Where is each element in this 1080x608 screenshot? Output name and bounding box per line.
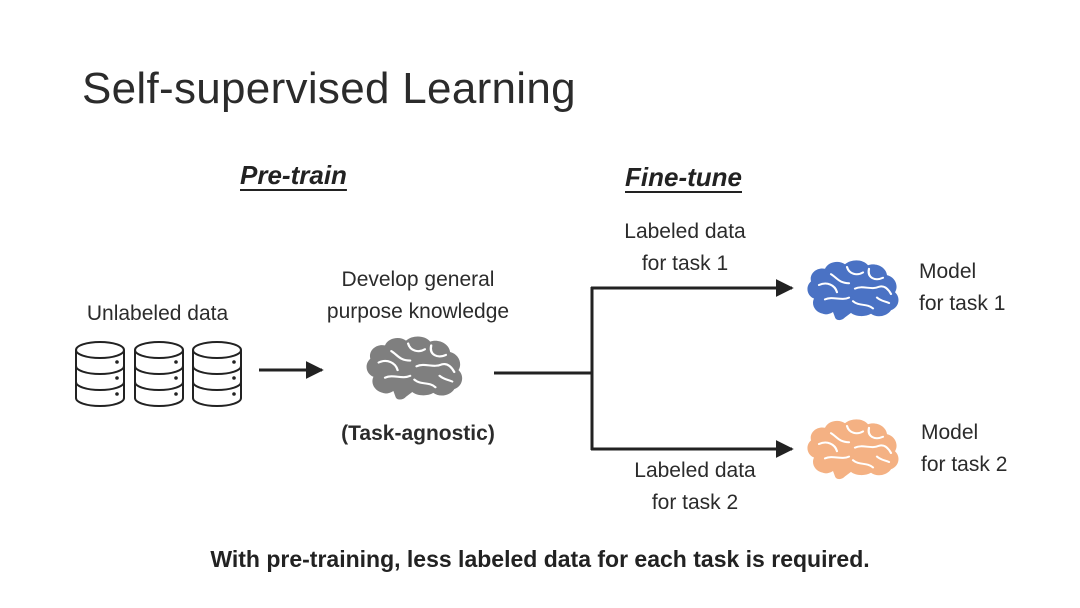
finetune-heading: Fine-tune bbox=[625, 162, 742, 192]
model1-line1: Model bbox=[919, 260, 977, 283]
model2-line2: for task 2 bbox=[921, 453, 1008, 476]
task1-data-line1: Labeled data bbox=[624, 220, 746, 243]
task1-data-line2: for task 1 bbox=[641, 252, 729, 275]
database-icon bbox=[134, 341, 184, 407]
model2-label: Model for task 2 bbox=[921, 417, 1007, 481]
database-icon bbox=[192, 341, 242, 407]
model2-line1: Model bbox=[921, 421, 979, 444]
brain-icon bbox=[806, 259, 900, 322]
model1-line2: for task 1 bbox=[919, 292, 1006, 315]
task2-data-line2: for task 2 bbox=[651, 491, 739, 514]
unlabeled-data-label: Unlabeled data bbox=[86, 302, 229, 325]
task-agnostic-label: (Task-agnostic) bbox=[341, 422, 495, 445]
model1-label: Model for task 1 bbox=[919, 256, 1005, 320]
database-icon bbox=[75, 341, 125, 407]
slide-title: Self-supervised Learning bbox=[82, 64, 576, 113]
task2-data-line1: Labeled data bbox=[634, 459, 756, 482]
task1-data-label: Labeled data for task 1 bbox=[600, 216, 770, 280]
knowledge-label-line1: Develop general bbox=[341, 268, 495, 291]
pretrain-heading: Pre-train bbox=[240, 160, 347, 190]
brain-icon bbox=[806, 418, 900, 481]
footer-statement: With pre-training, less labeled data for… bbox=[210, 546, 870, 572]
knowledge-label: Develop general purpose knowledge bbox=[300, 264, 536, 328]
brain-icon bbox=[365, 335, 464, 401]
task2-data-label: Labeled data for task 2 bbox=[610, 455, 780, 519]
knowledge-label-line2: purpose knowledge bbox=[326, 300, 510, 323]
